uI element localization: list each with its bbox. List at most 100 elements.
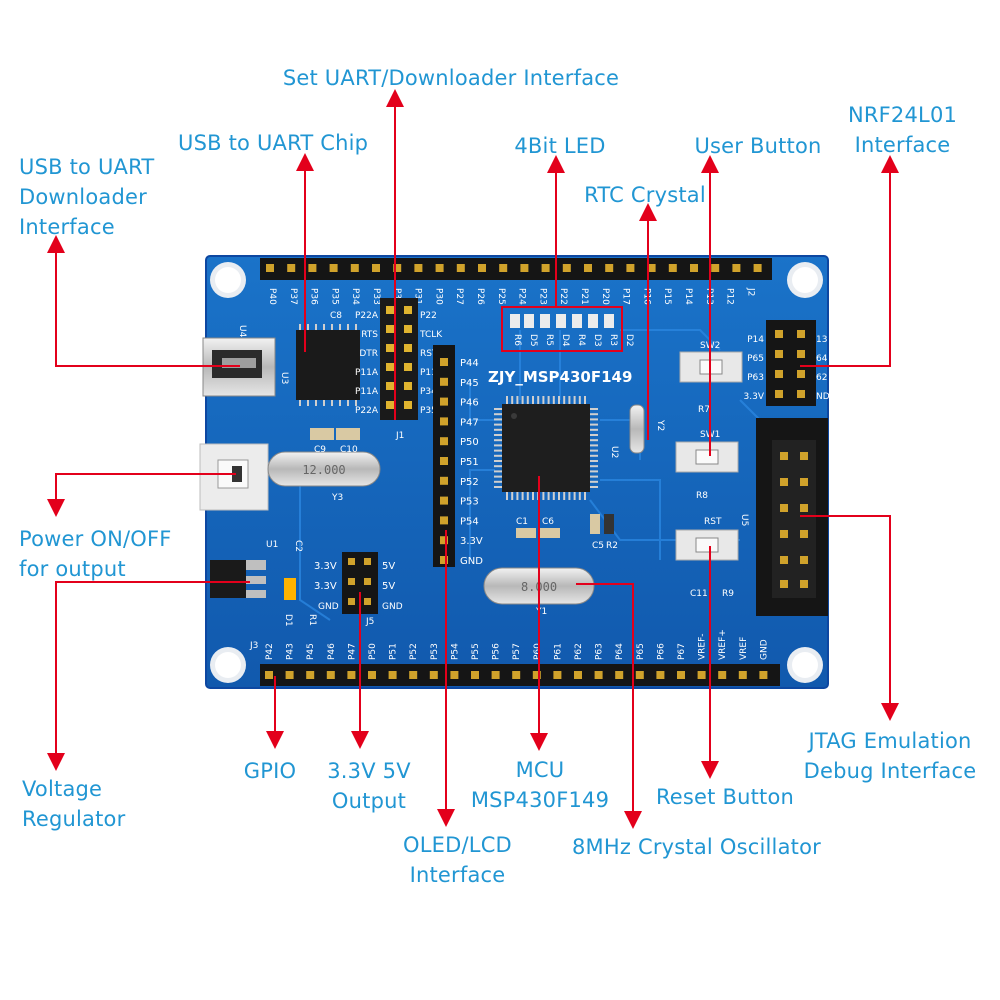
top-pin-label: P33 xyxy=(371,288,381,305)
bottom-pin-label: P54 xyxy=(450,643,460,660)
nrf-right-label: ND xyxy=(816,392,830,402)
top-pin xyxy=(393,264,402,272)
mounting-hole-bl xyxy=(210,647,246,683)
bottom-pin xyxy=(306,671,315,679)
ref-c1: C1 xyxy=(516,517,528,527)
oled-pin xyxy=(440,476,448,485)
bottom-pin-label: VREF xyxy=(739,637,749,660)
label-usb-uart-if-line2: Downloader xyxy=(19,185,147,209)
oled-header xyxy=(433,345,455,567)
nrf-left-label: P63 xyxy=(747,373,764,383)
bottom-pin-label: P45 xyxy=(306,643,316,660)
ref-c5: C5 xyxy=(592,541,604,551)
oled-pin-label: P54 xyxy=(460,516,479,527)
led-name: D3 xyxy=(592,334,602,347)
oled-pin xyxy=(440,397,448,406)
bottom-pin xyxy=(697,671,706,679)
bottom-pin xyxy=(368,671,376,679)
top-pin xyxy=(499,264,508,272)
oled-pin-label: P53 xyxy=(460,497,479,508)
bottom-pin-label: P67 xyxy=(677,643,687,660)
bottom-pin-label: P65 xyxy=(636,643,646,660)
bottom-pin-label: P52 xyxy=(409,643,419,660)
oled-pin-label: P46 xyxy=(460,398,479,409)
nrf-header xyxy=(766,320,816,406)
bottom-pin xyxy=(265,671,273,679)
ref-c9: C9 xyxy=(314,445,326,455)
oled-pin-label: 3.3V xyxy=(460,536,483,547)
uart-jumper-labels: P22ARTSDTRP11AP11AP22AP22TCLKRSTP11P34P3… xyxy=(355,311,443,416)
top-pin-label: P12 xyxy=(725,288,735,305)
bottom-pin-label: VREF+ xyxy=(718,629,728,660)
bottom-pin xyxy=(553,671,562,679)
mounting-hole-tr xyxy=(787,262,823,298)
ref-d1: D1 xyxy=(283,614,293,627)
ref-y3: Y3 xyxy=(331,493,343,503)
nrf-left-label: P65 xyxy=(747,354,764,364)
led-name: D4 xyxy=(560,334,570,347)
pwr-3v3-b: 3.3V xyxy=(314,581,337,592)
top-pin-label: P37 xyxy=(288,288,298,305)
top-pin xyxy=(732,264,741,272)
top-pin-label: P22 xyxy=(558,288,568,305)
bottom-pin xyxy=(491,671,500,679)
uart-right-label: RST xyxy=(420,349,438,359)
label-nrf: NRF24L01 Interface xyxy=(840,100,965,160)
ref-j1: J1 xyxy=(395,431,404,441)
top-pin xyxy=(478,264,486,272)
label-power-line2: for output xyxy=(19,557,126,581)
bottom-pin-label: P43 xyxy=(286,643,296,660)
uart-right-label: P11 xyxy=(420,368,437,378)
bottom-pin xyxy=(635,671,644,679)
pwr-gnd-l: GND xyxy=(318,602,339,612)
top-pin-label: P34 xyxy=(350,288,360,305)
bottom-pin-label: P61 xyxy=(553,643,563,660)
label-output: 3.3V 5V Output xyxy=(315,756,423,816)
bottom-pin-header xyxy=(260,664,780,686)
bottom-pin xyxy=(656,671,665,679)
bottom-pin-label: P56 xyxy=(492,643,502,660)
caps-c9-c10 xyxy=(310,428,360,440)
bottom-pin-label: VREF- xyxy=(698,633,708,660)
bottom-pin xyxy=(326,671,335,679)
label-voltage-line2: Regulator xyxy=(22,807,126,831)
bottom-pin-label: P64 xyxy=(615,643,625,660)
label-usb-uart-if-line3: Interface xyxy=(19,215,115,239)
bottom-pin-label: P50 xyxy=(368,643,378,660)
bottom-pin xyxy=(429,671,438,679)
bottom-pin-label: P47 xyxy=(347,643,357,660)
top-pin xyxy=(711,264,720,272)
top-pin-label: P13 xyxy=(704,288,714,305)
bottom-pin xyxy=(718,671,727,679)
mounting-hole-tl xyxy=(210,262,246,298)
bottom-pin-label: P63 xyxy=(595,643,605,660)
top-pin xyxy=(626,264,635,272)
label-gpio: GPIO xyxy=(243,759,297,783)
label-reset: Reset Button xyxy=(655,785,795,809)
ref-r8: R8 xyxy=(696,491,708,501)
top-pin xyxy=(287,264,296,272)
ref-u5: U5 xyxy=(739,514,749,526)
oled-pin-label: P45 xyxy=(460,378,479,389)
label-mcu: MCU MSP430F149 xyxy=(465,755,615,815)
ref-c2: C2 xyxy=(293,540,303,552)
label-voltage: Voltage Regulator xyxy=(22,774,125,834)
mcu-caps xyxy=(516,514,614,538)
bottom-pin-label: P66 xyxy=(656,643,666,660)
reset-button xyxy=(675,529,739,561)
bottom-pin xyxy=(388,671,397,679)
oled-pin xyxy=(440,516,448,525)
usb-uart-chip xyxy=(296,324,360,406)
top-pin xyxy=(350,264,359,272)
label-output-line1: 3.3V 5V xyxy=(327,759,411,783)
label-crystal8: 8MHz Crystal Oscillator xyxy=(572,835,821,859)
label-nrf-line1: NRF24L01 xyxy=(847,103,958,127)
bottom-pin-label: P53 xyxy=(430,643,440,660)
top-pin-label: P31 xyxy=(413,288,423,305)
uart-left-label: DTR xyxy=(359,349,378,359)
oled-pin xyxy=(440,437,448,446)
top-pin-label: P25 xyxy=(496,288,506,305)
top-pin xyxy=(372,264,380,272)
ref-y1: Y1 xyxy=(535,607,547,617)
